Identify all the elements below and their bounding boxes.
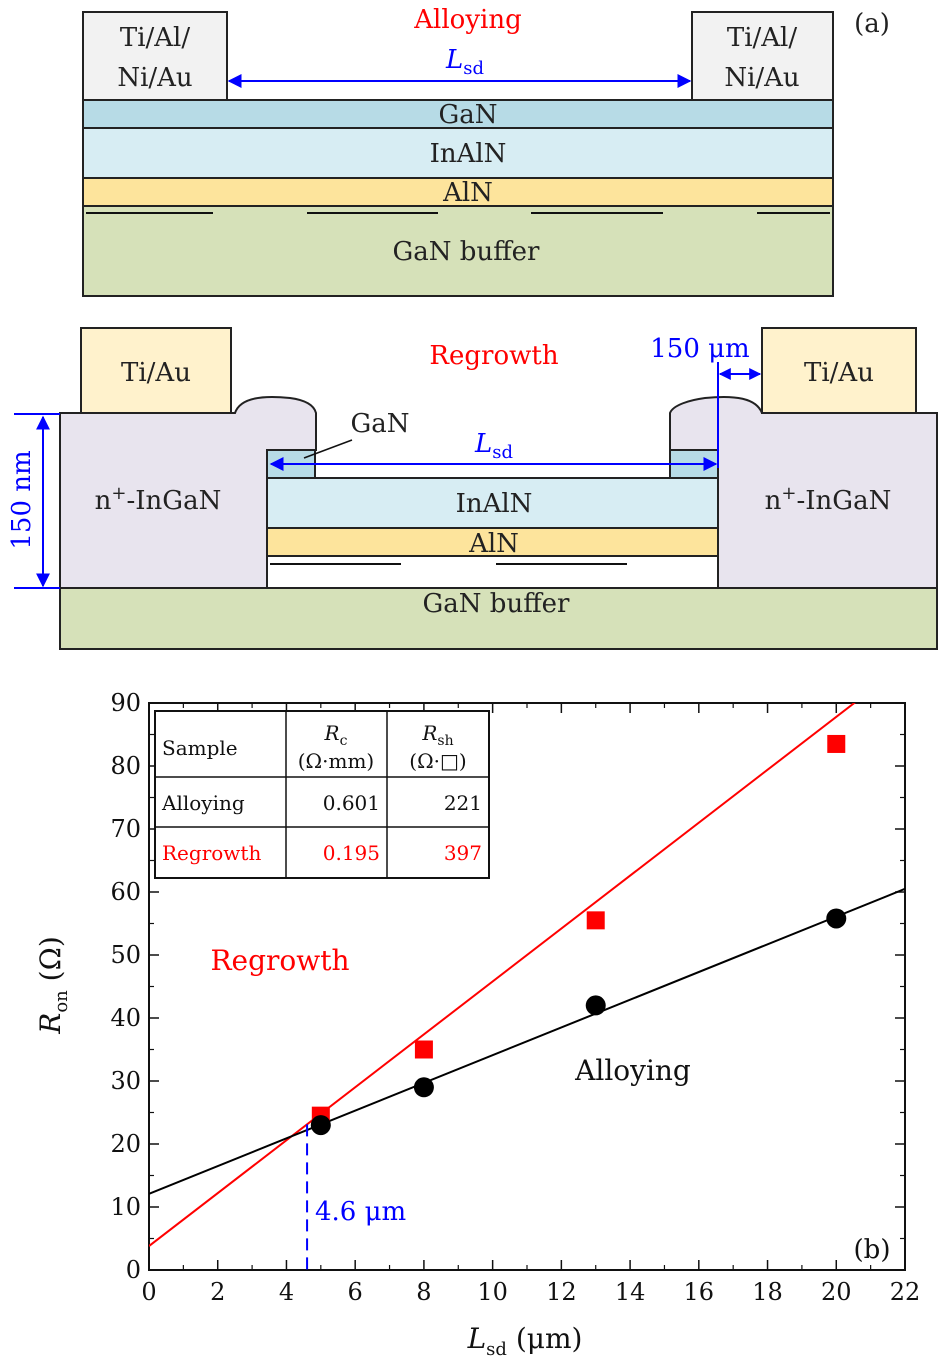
y-tick-label: 10 <box>110 1193 141 1221</box>
table-header-rc: Rc <box>324 721 348 749</box>
x-tick-label: 22 <box>890 1278 921 1306</box>
y-axis-title: Ron (Ω) <box>34 936 72 1035</box>
regrowth-right-contact-label: Ti/Au <box>804 358 874 388</box>
chart-b: 0 2 4 6 8 10 12 14 16 18 20 22 0 10 20 30 40 50 60 70 80 90 L… <box>34 689 921 1360</box>
data-point-alloying <box>310 1115 331 1136</box>
annotation-label: 4.6 μm <box>315 1197 406 1227</box>
panel-label-b: (b) <box>854 1235 891 1265</box>
right-ingan-region <box>669 395 938 589</box>
x-tick-label: 20 <box>821 1278 852 1306</box>
regrowth-title: Regrowth <box>429 341 558 371</box>
gan-leader-line <box>303 439 353 459</box>
data-point-regrowth <box>414 1040 433 1059</box>
y-tick-label: 20 <box>110 1130 141 1158</box>
series-label-alloying: Alloying <box>574 1054 691 1087</box>
table-row-alloying-rc: 0.601 <box>323 791 380 815</box>
y-tick-label: 50 <box>110 941 141 969</box>
right-contact-line2: Ni/Au <box>724 63 799 93</box>
y-tick-label: 80 <box>110 752 141 780</box>
fit-line-alloying <box>149 887 905 1195</box>
panel-label-a: (a) <box>854 9 890 39</box>
y-tick-label: 30 <box>110 1067 141 1095</box>
right-contact-line1: Ti/Al/ <box>727 23 798 53</box>
aln-layer <box>82 177 834 207</box>
regrowth-gan-buffer <box>59 587 938 650</box>
layer-aln-label: AlN <box>442 178 493 208</box>
inset-table: Sample Rc (Ω·mm) Rsh (Ω·□) Alloying 0.60… <box>154 710 490 879</box>
layer-buffer-label: GaN buffer <box>393 237 541 267</box>
x-tick-label: 10 <box>477 1278 508 1306</box>
data-point-regrowth <box>586 911 605 930</box>
data-point-alloying <box>585 995 606 1016</box>
table-row-alloying-rsh: 221 <box>444 791 482 815</box>
x-tick-label: 6 <box>348 1278 363 1306</box>
left-ingan-region <box>59 395 317 589</box>
regrowth-left-contact-label: Ti/Au <box>121 358 191 388</box>
table-header-rc-unit: (Ω·mm) <box>298 749 374 773</box>
regrowth-inaln-layer <box>266 477 719 529</box>
data-point-regrowth <box>827 734 846 753</box>
left-contact-line2: Ni/Au <box>117 63 192 93</box>
table-row-regrowth-sample: Regrowth <box>162 841 261 865</box>
data-point-alloying <box>826 908 847 929</box>
lsd-label-a: Lsd <box>445 45 484 79</box>
chart-layer: 0 2 4 6 8 10 12 14 16 18 20 22 0 10 20 30 40 50 60 70 80 90 <box>110 689 921 1306</box>
left-ingan-label: n+-InGaN <box>95 483 222 516</box>
y-tick-label: 70 <box>110 815 141 843</box>
x-tick-label: 8 <box>416 1278 431 1306</box>
regrowth-gan-label: GaN <box>350 409 409 439</box>
x-axis-title: Lsd (μm) <box>467 1322 583 1360</box>
right-ingan-label: n+-InGaN <box>765 483 892 516</box>
x-tick-label: 16 <box>684 1278 715 1306</box>
gan-buffer-layer <box>82 205 834 297</box>
regrowth-left-contact <box>80 327 232 414</box>
left-contact <box>82 11 228 101</box>
table-header-rsh: Rsh <box>421 721 453 749</box>
x-tick-label: 0 <box>141 1278 156 1306</box>
y-tick-label: 90 <box>110 689 141 717</box>
x-tick-label: 2 <box>210 1278 225 1306</box>
table-row-alloying-sample: Alloying <box>161 791 245 815</box>
table-header-rsh-unit: (Ω·□) <box>409 749 466 773</box>
y-tick-label: 40 <box>110 1004 141 1032</box>
x-tick-label: 4 <box>279 1278 294 1306</box>
x-tick-label: 14 <box>615 1278 646 1306</box>
regrowth-layer-aln: AlN <box>468 529 519 559</box>
data-point-alloying <box>413 1077 434 1098</box>
table-frame <box>154 710 490 879</box>
table-header-sample: Sample <box>162 736 238 760</box>
gap-label: 150 μm <box>650 334 749 364</box>
series-label-regrowth: Regrowth <box>210 944 349 977</box>
layer-gan-label: GaN <box>438 100 497 130</box>
diagram-regrowth: Ti/Au Ti/Au Regrowth 150 μm 150 nm GaN L… <box>7 327 938 650</box>
alloying-title: Alloying <box>413 5 521 35</box>
lsd-label-regrowth: Lsd <box>474 429 513 463</box>
regrowth-layer-buffer: GaN buffer <box>423 589 571 619</box>
x-tick-label: 18 <box>752 1278 783 1306</box>
y-tick-label: 0 <box>126 1256 141 1284</box>
fit-line-regrowth <box>149 703 856 1247</box>
layer-inaln-label: InAlN <box>430 139 507 169</box>
height-label: 150 nm <box>7 450 37 549</box>
table-row-regrowth-rc: 0.195 <box>323 841 380 865</box>
regrowth-layer-inaln: InAlN <box>456 489 533 519</box>
x-tick-label: 12 <box>546 1278 577 1306</box>
right-contact <box>691 11 834 101</box>
regrowth-right-contact <box>761 327 917 414</box>
diagram-alloying: Ti/Al/ Ni/Au Ti/Al/ Ni/Au Alloying (a) L… <box>82 5 890 297</box>
y-tick-label: 60 <box>110 878 141 906</box>
left-contact-line1: Ti/Al/ <box>120 23 191 53</box>
gan-cap-layer <box>82 99 834 129</box>
table-row-regrowth-rsh: 397 <box>444 841 482 865</box>
